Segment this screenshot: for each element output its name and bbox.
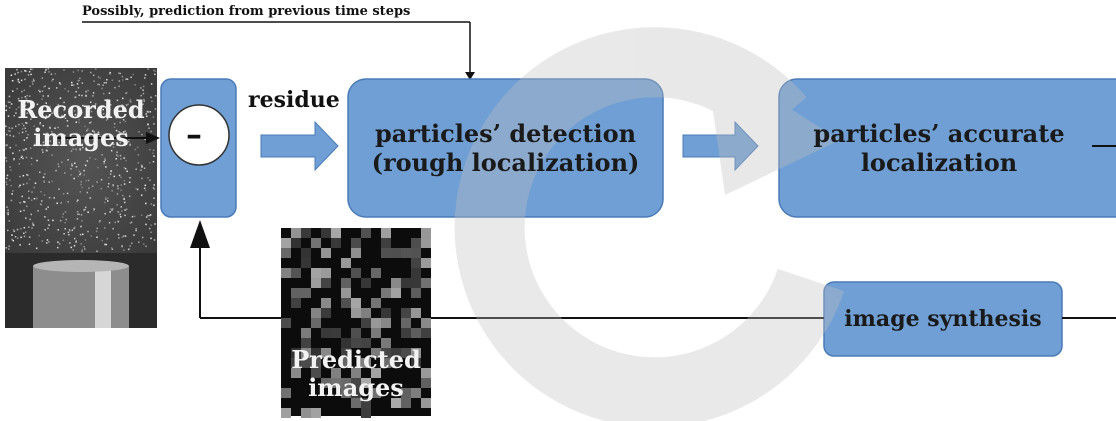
speckle-texture (5, 68, 157, 253)
recorded-images-label: Recorded images (5, 96, 157, 151)
pixel-texture (281, 228, 431, 418)
detection-line2: (rough localization) (371, 148, 640, 177)
predicted-images-line2: images (308, 372, 404, 402)
recorded-images-line1: Recorded (17, 95, 145, 124)
accurate-line2: localization (860, 148, 1018, 177)
predicted-images-picture (281, 228, 431, 418)
subtract-symbol: – (186, 115, 202, 153)
watermark-cycle-arrow (454, 27, 845, 421)
top-note: Possibly, prediction from previous time … (82, 4, 411, 19)
detection-line1: particles’ detection (374, 119, 637, 148)
detection-to-accurate-arrow (682, 120, 759, 172)
residue-arrow (260, 120, 339, 172)
residue-label: residue (248, 87, 340, 113)
accurate-line1: particles’ accurate (813, 119, 1065, 148)
accurate-box-label: particles’ accurate localization (779, 79, 1099, 217)
recorded-images-picture (5, 68, 157, 328)
accurate-localization-box (778, 78, 1116, 218)
predicted-images-line1: Predicted (291, 345, 421, 374)
top-feedback-connector (82, 21, 475, 80)
recorded-images-line2: images (33, 122, 129, 152)
predicted-images-label: Predicted images (281, 346, 431, 401)
subtract-circle (168, 104, 230, 166)
detection-box-label: particles’ detection (rough localization… (348, 79, 663, 217)
detection-box (347, 78, 664, 218)
image-synthesis-label: image synthesis (844, 306, 1042, 332)
